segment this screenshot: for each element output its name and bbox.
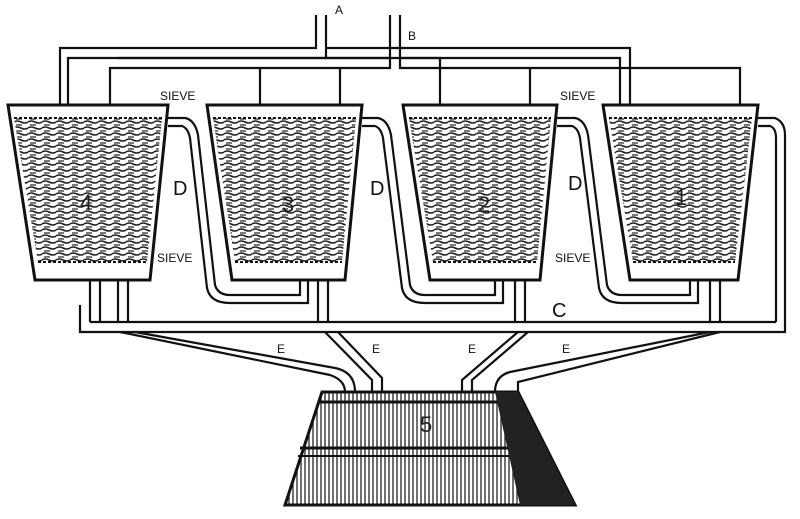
label-c: C	[552, 300, 566, 322]
label-a: A	[335, 3, 343, 17]
overflow-pipes	[78, 116, 787, 334]
tank-4	[6, 103, 170, 282]
collector-pipe-c	[88, 280, 776, 324]
collecting-vat-5	[282, 390, 578, 507]
label-d-1: D	[173, 178, 187, 200]
label-e-2: E	[372, 342, 380, 356]
label-tank-2: 2	[478, 192, 490, 217]
label-e-3: E	[468, 342, 476, 356]
label-d-2: D	[370, 178, 384, 200]
label-sieve-top-2: SIEVE	[560, 89, 595, 103]
label-tank-4: 4	[80, 190, 92, 215]
label-b: B	[408, 29, 416, 43]
label-vat-5: 5	[420, 412, 432, 437]
drain-pipes-e	[119, 330, 721, 393]
label-sieve-top-1: SIEVE	[160, 89, 195, 103]
label-tank-1: 1	[675, 185, 687, 210]
label-d-3: D	[568, 173, 582, 195]
inlet-pipe-b	[108, 15, 742, 110]
label-sieve-bottom-2: SIEVE	[555, 251, 590, 265]
tank-1	[601, 103, 760, 282]
label-e-4: E	[562, 342, 570, 356]
tank-2	[401, 103, 559, 282]
label-e-1: E	[277, 342, 285, 356]
label-tank-3: 3	[282, 192, 294, 217]
tank-3	[205, 103, 364, 282]
label-sieve-bottom-1: SIEVE	[157, 251, 192, 265]
